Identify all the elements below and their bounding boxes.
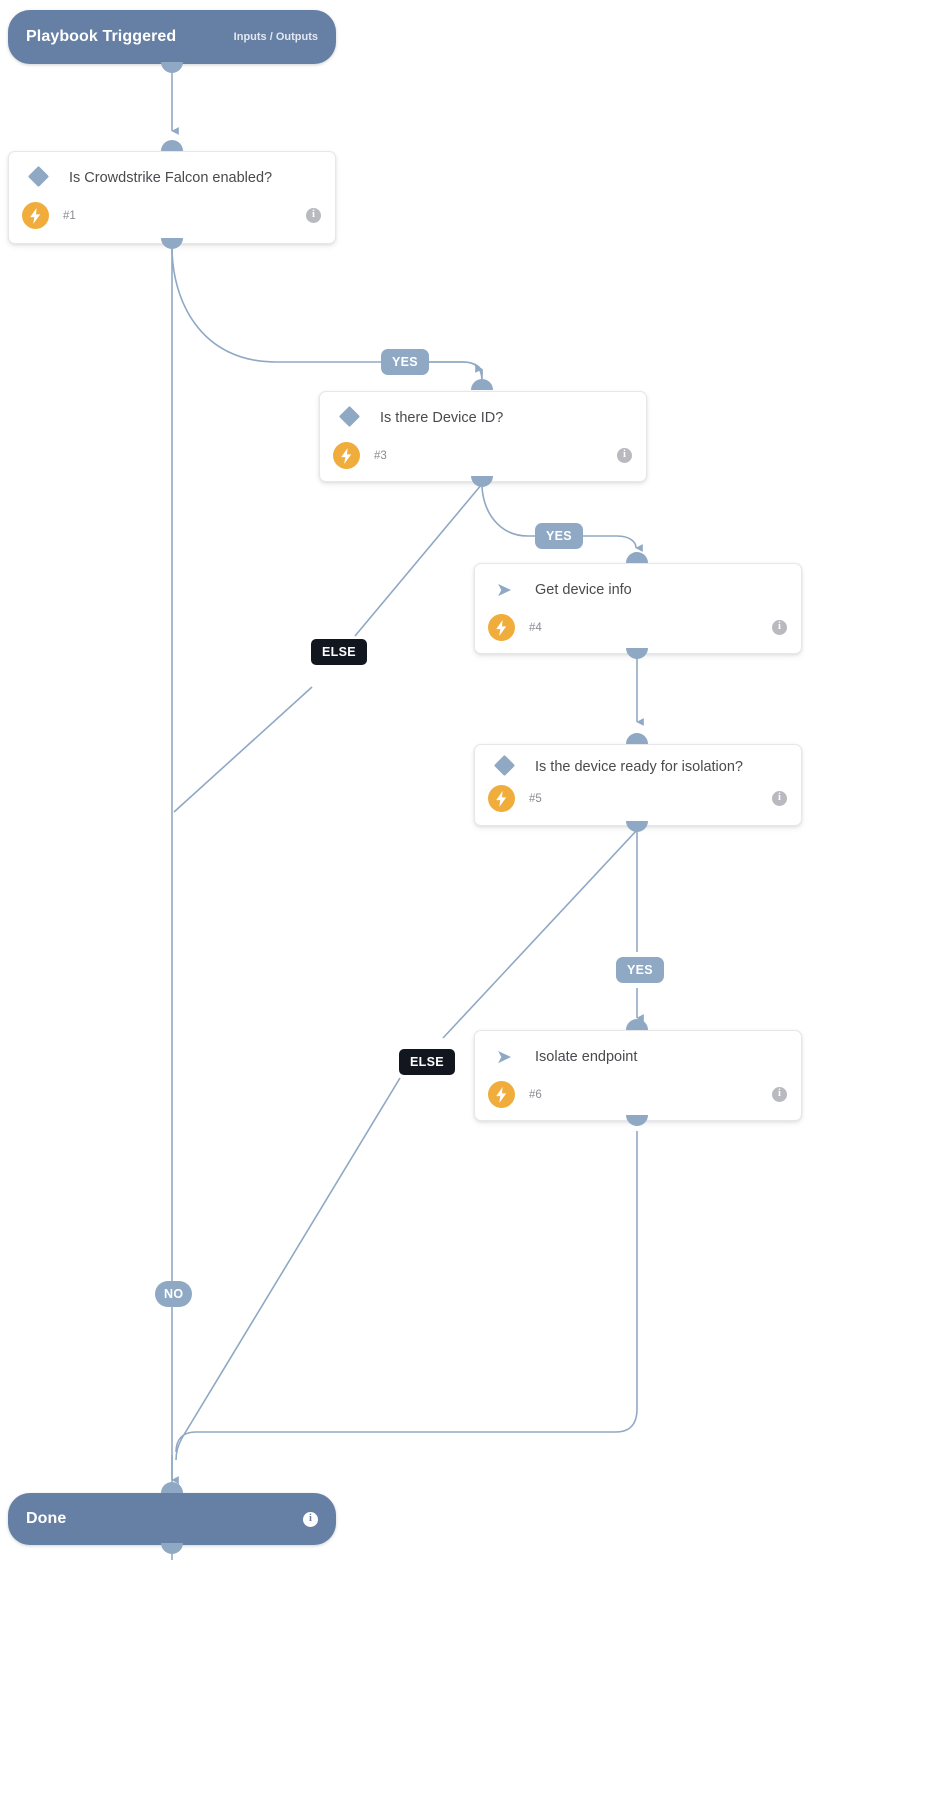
node-6-title: Isolate endpoint bbox=[535, 1049, 638, 1065]
node-3-title: Is there Device ID? bbox=[380, 410, 504, 426]
port-out-n3 bbox=[471, 476, 493, 487]
port-out-n1 bbox=[161, 238, 183, 249]
info-icon[interactable]: i bbox=[772, 1087, 787, 1102]
edge-label-else-5: ELSE bbox=[399, 1049, 455, 1075]
node-3-head: Is there Device ID? bbox=[320, 392, 646, 436]
node-4-number: #4 bbox=[529, 621, 542, 634]
node-card-5[interactable]: Is the device ready for isolation? #5 i bbox=[474, 744, 802, 826]
port-out-done bbox=[161, 1543, 183, 1554]
diamond-icon bbox=[336, 405, 362, 428]
port-out-n4 bbox=[626, 648, 648, 659]
port-in-n6 bbox=[626, 1019, 648, 1030]
node-6-number: #6 bbox=[529, 1088, 542, 1101]
node-1-head: Is Crowdstrike Falcon enabled? bbox=[9, 152, 335, 196]
edge-label-yes-3: YES bbox=[535, 523, 583, 549]
port-out-trigger bbox=[161, 62, 183, 73]
done-title: Done bbox=[26, 1510, 67, 1527]
lightning-bolt-icon bbox=[333, 442, 360, 469]
node-card-4[interactable]: ➤ Get device info #4 i bbox=[474, 563, 802, 654]
node-6-head: ➤ Isolate endpoint bbox=[475, 1031, 801, 1075]
lightning-bolt-icon bbox=[488, 785, 515, 812]
lightning-bolt-icon bbox=[488, 614, 515, 641]
edge-label-else-3: ELSE bbox=[311, 639, 367, 665]
node-5-title: Is the device ready for isolation? bbox=[535, 759, 743, 775]
port-in-done bbox=[161, 1482, 183, 1493]
node-3-foot: #3 i bbox=[320, 436, 646, 481]
info-icon[interactable]: i bbox=[303, 1511, 318, 1527]
edge-label-yes-5: YES bbox=[616, 957, 664, 983]
lightning-bolt-icon bbox=[22, 202, 49, 229]
port-out-n6 bbox=[626, 1115, 648, 1126]
port-out-n5 bbox=[626, 821, 648, 832]
chevron-right-icon: ➤ bbox=[496, 579, 512, 601]
node-4-head: ➤ Get device info bbox=[475, 564, 801, 608]
info-icon[interactable]: i bbox=[772, 791, 787, 806]
done-right[interactable]: i bbox=[303, 1511, 318, 1527]
node-5-head: Is the device ready for isolation? bbox=[475, 745, 801, 785]
node-card-1[interactable]: Is Crowdstrike Falcon enabled? #1 i bbox=[8, 151, 336, 244]
node-6-foot: #6 i bbox=[475, 1075, 801, 1120]
lightning-bolt-icon bbox=[488, 1081, 515, 1108]
node-card-6[interactable]: ➤ Isolate endpoint #6 i bbox=[474, 1030, 802, 1121]
trigger-right[interactable]: Inputs / Outputs bbox=[234, 31, 318, 43]
port-in-n5 bbox=[626, 733, 648, 744]
chevron-right-icon: ➤ bbox=[496, 1046, 512, 1068]
info-icon[interactable]: i bbox=[772, 620, 787, 635]
inputs-outputs-label[interactable]: Inputs / Outputs bbox=[233, 31, 318, 43]
node-4-foot: #4 i bbox=[475, 608, 801, 653]
trigger-title: Playbook Triggered bbox=[26, 28, 177, 45]
port-in-n1 bbox=[161, 140, 183, 151]
node-1-foot: #1 i bbox=[9, 196, 335, 241]
node-card-3[interactable]: Is there Device ID? #3 i bbox=[319, 391, 647, 482]
diamond-icon bbox=[25, 165, 51, 188]
edge-label-no-1: NO bbox=[155, 1281, 193, 1307]
node-3-number: #3 bbox=[374, 449, 387, 462]
node-1-number: #1 bbox=[63, 209, 76, 222]
info-icon[interactable]: i bbox=[306, 208, 321, 223]
done-node[interactable]: Done i bbox=[8, 1493, 336, 1545]
node-1-title: Is Crowdstrike Falcon enabled? bbox=[69, 170, 273, 186]
edge-label-yes-1: YES bbox=[381, 349, 429, 375]
port-in-n3 bbox=[471, 379, 493, 390]
port-in-n4 bbox=[626, 552, 648, 563]
node-4-title: Get device info bbox=[535, 582, 632, 598]
diamond-icon bbox=[491, 754, 517, 777]
node-5-number: #5 bbox=[529, 792, 542, 805]
node-5-foot: #5 i bbox=[475, 785, 801, 821]
trigger-node[interactable]: Playbook Triggered Inputs / Outputs bbox=[8, 10, 336, 64]
info-icon[interactable]: i bbox=[617, 448, 632, 463]
